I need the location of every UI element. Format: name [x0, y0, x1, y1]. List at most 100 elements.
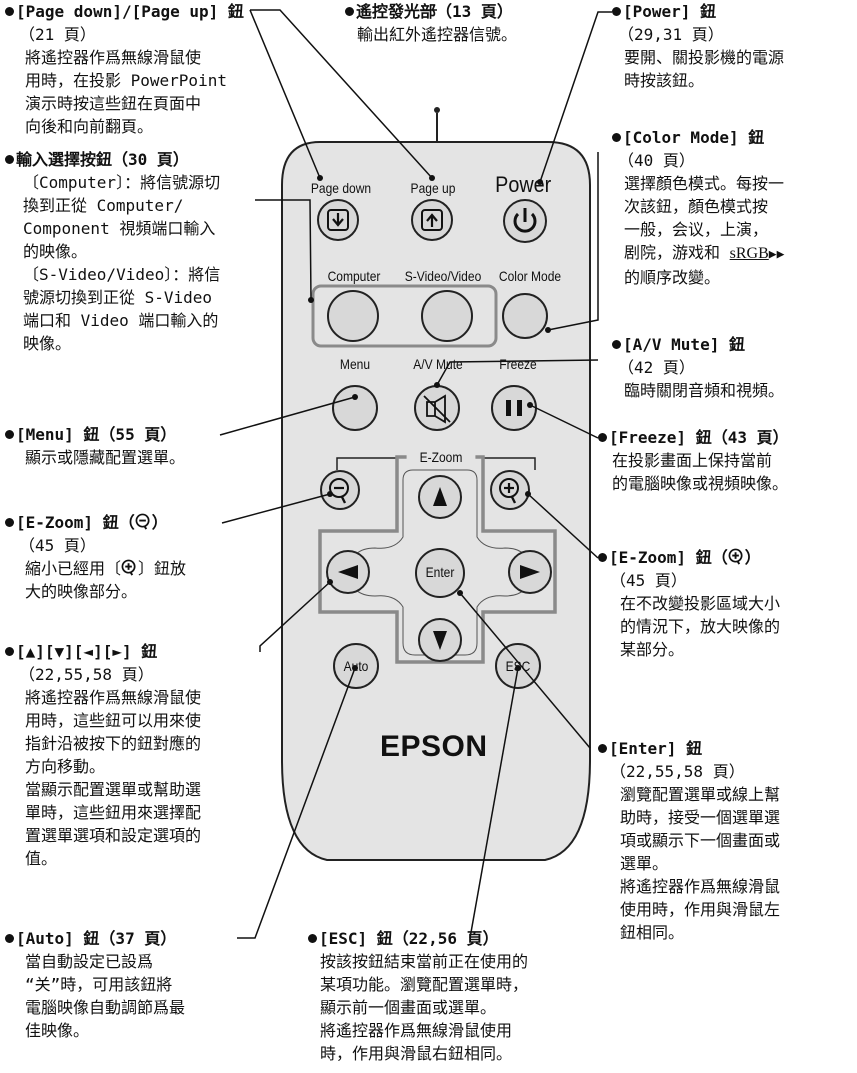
title: [Enter] 鈕	[609, 739, 703, 758]
page-ref: （40 頁）	[618, 151, 695, 170]
enter-button[interactable]	[415, 548, 465, 598]
power-button[interactable]	[503, 199, 547, 243]
bullet-icon	[598, 433, 607, 442]
down-button[interactable]	[418, 618, 462, 662]
title: [A/V Mute] 鈕	[623, 335, 745, 354]
text-line: 次該鈕，顏色模式按	[624, 197, 769, 216]
annotation-arrow-keys: [▲][▼][◄][►] 鈕 （22,55,58 頁） 將遙控器作爲無線滑鼠使 …	[5, 640, 201, 870]
label-enter: Enter	[425, 564, 455, 580]
text-fragment: 縮小已經用〔	[25, 559, 122, 578]
computer-button[interactable]	[327, 290, 379, 342]
label-color-mode: Color Mode	[498, 268, 562, 284]
annotation-menu: [Menu] 鈕（55 頁） 顯示或隱藏配置選單。	[5, 423, 185, 469]
text-fragment: 〕鈕放	[138, 559, 187, 578]
text-line: 顯示或隱藏配置選單。	[25, 448, 186, 467]
av-mute-button[interactable]	[414, 385, 460, 431]
annotation-enter: [Enter] 鈕 （22,55,58 頁） 瀏覽配置選單或線上幫 助時，接受一…	[598, 737, 780, 944]
text-line: 某項功能。瀏覽配置選單時，	[320, 975, 529, 994]
text-line: 的映像。	[23, 242, 88, 261]
up-button[interactable]	[418, 475, 462, 519]
text-line: 演示時按這些鈕在頁面中	[25, 94, 202, 113]
title: [Auto] 鈕（37 頁）	[16, 929, 177, 948]
bullet-icon	[612, 340, 621, 349]
page-ref: （45 頁）	[19, 536, 96, 555]
text-line: 將遙控器作爲無線滑鼠	[620, 877, 781, 896]
text-line: 使用時，作用與滑鼠左	[620, 900, 781, 919]
text-line: 用時，在投影 PowerPoint	[25, 71, 227, 90]
title-end: ）	[151, 513, 168, 532]
annotation-power: [Power] 鈕 （29,31 頁） 要開、關投影機的電源 時按該鈕。	[612, 0, 784, 92]
label-freeze: Freeze	[499, 356, 537, 372]
epson-logo: EPSON	[380, 730, 488, 763]
color-mode-button[interactable]	[502, 293, 548, 339]
label-power: Power	[495, 172, 552, 197]
text-line: 的順序改變。	[624, 268, 721, 287]
label-page-down: Page down	[310, 180, 372, 196]
title: [Freeze] 鈕（43 頁）	[609, 428, 789, 447]
text-line: 單時，這些鈕用來選擇配	[25, 803, 202, 822]
ezoom-minus-button[interactable]	[320, 470, 360, 510]
zoom-in-icon	[121, 559, 136, 576]
page-ref: （22,55,58 頁）	[610, 762, 745, 781]
ezoom-plus-button[interactable]	[490, 470, 530, 510]
text-line: Component 視頻端口輸入	[23, 219, 216, 238]
page-down-button[interactable]	[317, 199, 359, 241]
title: 遙控發光部（13 頁）	[356, 2, 513, 21]
text-line: 時，作用與滑鼠右鈕相同。	[320, 1044, 513, 1063]
svideo-button[interactable]	[421, 290, 473, 342]
annotation-ezoom-plus: [E-Zoom] 鈕（） （45 頁） 在不改變投影區域大小 的情況下，放大映像…	[598, 546, 780, 661]
right-button[interactable]	[508, 550, 552, 594]
label-ezoom: E-Zoom	[406, 449, 476, 465]
text-line: 用時，這些鈕可以用來使	[25, 711, 202, 730]
title-end: ）	[744, 548, 761, 567]
text-line: 指針沿被按下的鈕對應的	[25, 734, 202, 753]
label-av-mute: A/V Mute	[413, 356, 463, 372]
text-line: 項或顯示下一個畫面或	[620, 831, 781, 850]
left-button[interactable]	[326, 550, 370, 594]
annotation-page-updown: [Page down]/[Page up] 鈕 （21 頁） 將遙控器作爲無線滑…	[5, 0, 244, 138]
title: [Color Mode] 鈕	[623, 128, 765, 147]
text-line: 在不改變投影區域大小	[620, 594, 781, 613]
text-fragment: 剧院，游戏和	[624, 243, 730, 262]
text-line: 電腦映像自動調節爲最	[25, 998, 186, 1017]
title: [▲][▼][◄][►] 鈕	[16, 642, 158, 661]
text-line: 將遙控器作爲無線滑鼠使	[25, 688, 202, 707]
zoom-out-icon	[135, 513, 150, 530]
annotation-ir-emitter: 遙控發光部（13 頁） 輸出紅外遙控器信號。	[345, 0, 517, 46]
text-line: 鈕相同。	[620, 923, 685, 942]
text-line: 臨時關閉音頻和視頻。	[624, 381, 785, 400]
text-line: 某部分。	[620, 640, 685, 659]
ir-emitter-dot	[434, 107, 440, 113]
label-auto: Auto	[343, 658, 369, 674]
annotation-color-mode: [Color Mode] 鈕 （40 頁） 選擇顏色模式。每按一 次該鈕，顏色模…	[612, 126, 784, 289]
text-line: 號源切換到正從 S-Video	[23, 288, 213, 307]
bullet-icon	[5, 934, 14, 943]
text-line: 要開、關投影機的電源	[624, 48, 785, 67]
title: 輸入選擇按鈕（30 頁）	[16, 150, 189, 169]
zoom-in-icon	[728, 548, 743, 565]
text-line: 端口和 Video 端口輸入的	[23, 311, 219, 330]
text-line: 〔S-Video/Video〕：將信	[23, 265, 221, 284]
label-menu: Menu	[339, 356, 371, 372]
page-ref: （45 頁）	[610, 571, 687, 590]
bullet-icon	[5, 518, 14, 527]
srgb-link[interactable]: sRGB	[729, 245, 769, 262]
title: [Page down]/[Page up] 鈕	[16, 2, 244, 21]
bullet-icon	[598, 744, 607, 753]
page-up-button[interactable]	[411, 199, 453, 241]
text-line: 方向移動。	[25, 757, 106, 776]
annotation-freeze: [Freeze] 鈕（43 頁） 在投影畫面上保持當前 的電腦映像或視頻映像。	[598, 426, 789, 495]
title: [E-Zoom] 鈕（	[16, 513, 135, 532]
freeze-button[interactable]	[491, 385, 537, 431]
page-ref: （29,31 頁）	[618, 25, 724, 44]
menu-button[interactable]	[332, 385, 378, 431]
text-line: 縮小已經用〔〕鈕放	[25, 557, 186, 580]
text-line: 助時，接受一個選單選	[620, 808, 781, 827]
text-line: 的情況下，放大映像的	[620, 617, 781, 636]
text-line: 映像。	[23, 334, 72, 353]
text-line: 選擇顏色模式。每按一	[624, 174, 785, 193]
bullet-icon	[612, 133, 621, 142]
annotation-ezoom-minus: [E-Zoom] 鈕（） （45 頁） 縮小已經用〔〕鈕放 大的映像部分。	[5, 511, 186, 603]
text-line: 的電腦映像或視頻映像。	[612, 474, 789, 493]
text-line: 置選單選項和設定選項的	[25, 826, 202, 845]
